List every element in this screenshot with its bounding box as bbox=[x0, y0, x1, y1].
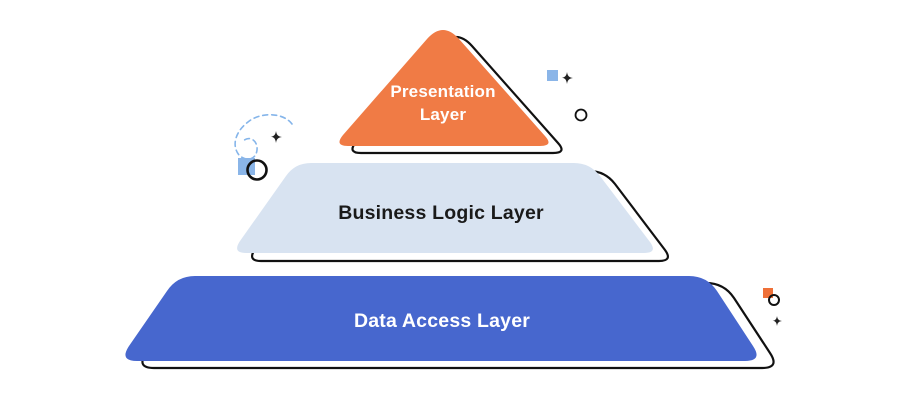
sparkle-icon bbox=[561, 72, 573, 84]
circle-icon bbox=[246, 159, 268, 181]
square-icon bbox=[763, 288, 773, 298]
sparkle-icon bbox=[772, 316, 782, 326]
layer-data-access-shape bbox=[125, 276, 775, 370]
layer-presentation-fill bbox=[339, 30, 549, 146]
circle-icon bbox=[574, 108, 588, 122]
sparkle-icon bbox=[270, 131, 282, 143]
layer-business-logic-fill bbox=[237, 163, 653, 253]
layer-business-logic-shape bbox=[237, 163, 669, 263]
dashed-loop-icon bbox=[234, 113, 293, 160]
layer-data-access-fill bbox=[125, 276, 757, 361]
square-icon bbox=[547, 70, 558, 81]
circle-icon bbox=[768, 294, 780, 306]
layer-presentation-shape bbox=[339, 30, 563, 155]
